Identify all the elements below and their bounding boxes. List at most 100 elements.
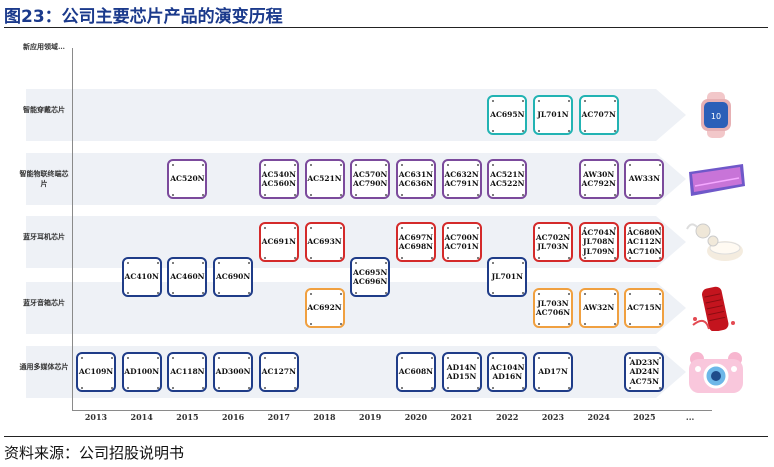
chip-node: AC109N bbox=[76, 352, 116, 392]
row-label: 智能物联终端芯片 bbox=[19, 169, 69, 188]
horizontal-axis bbox=[72, 410, 712, 411]
chip-model: AC680N bbox=[627, 227, 662, 237]
chip-model: AC695N bbox=[490, 110, 525, 120]
figure-title: 图23：公司主要芯片产品的演变历程 bbox=[4, 7, 283, 27]
chip-node: AD300N bbox=[213, 352, 254, 392]
chip-node: AW32N bbox=[578, 288, 619, 328]
row-band bbox=[26, 89, 686, 141]
chip-model: AC691N bbox=[261, 237, 296, 247]
year-label: 2024 bbox=[587, 412, 610, 422]
chip-model: AC692N bbox=[307, 303, 342, 313]
chip-model: AC696N bbox=[353, 277, 388, 286]
kids-camera-icon bbox=[685, 349, 747, 395]
chip-model: AC690N bbox=[215, 272, 251, 282]
chip-node: AC127N bbox=[258, 352, 299, 392]
chip-model: AC701N bbox=[444, 242, 479, 251]
year-label: 2015 bbox=[176, 412, 199, 422]
chip-model: AC702N bbox=[535, 232, 571, 242]
chip-node: AD100N bbox=[121, 352, 162, 392]
chip-model: AC632N bbox=[444, 169, 479, 179]
chip-model: AC521N bbox=[307, 174, 342, 184]
chip-model: AC570N bbox=[353, 169, 388, 179]
chip-model: AC631N bbox=[398, 169, 434, 179]
chip-node: AC521N bbox=[304, 159, 345, 199]
smartphone-icon bbox=[685, 156, 747, 202]
chip-model: JL703N bbox=[537, 242, 569, 251]
speaker-icon bbox=[685, 285, 747, 332]
chip-model: JL703N bbox=[537, 298, 569, 308]
year-label: 2018 bbox=[313, 412, 336, 422]
chip-model: AC560N bbox=[261, 179, 296, 188]
chip-model: AC706N bbox=[535, 308, 571, 317]
year-label: 2022 bbox=[496, 412, 519, 422]
vertical-axis bbox=[72, 48, 73, 411]
chip-model: AC75N bbox=[629, 376, 659, 386]
chip-model: AC410N bbox=[124, 272, 159, 282]
chip-model: AC792N bbox=[581, 179, 616, 188]
chip-model: AD23N bbox=[629, 357, 660, 367]
top-rule bbox=[4, 27, 768, 28]
chip-model: AD24N bbox=[629, 367, 660, 377]
chip-model: AC520N bbox=[170, 174, 205, 184]
chip-model: AC127N bbox=[261, 367, 296, 377]
chip-model: AD300N bbox=[215, 367, 251, 377]
year-label: 2025 bbox=[633, 412, 656, 422]
chip-model: AC522N bbox=[490, 179, 525, 188]
chip-model: AC698N bbox=[398, 242, 434, 251]
chip-model: AC697N bbox=[398, 232, 434, 242]
chip-model: AW33N bbox=[628, 174, 660, 184]
chip-model: AD100N bbox=[124, 367, 160, 377]
chip-node: AC715N bbox=[624, 288, 665, 328]
bottom-rule bbox=[4, 436, 768, 437]
chip-node: JL701N bbox=[533, 95, 573, 135]
timeline-diagram: 新应用领域…智能穿戴芯片智能物联终端芯片蓝牙耳机芯片蓝牙音箱芯片通用多媒体芯片 … bbox=[4, 38, 768, 422]
chip-node: AD17N bbox=[533, 352, 573, 392]
chip-model: AC104N bbox=[490, 362, 525, 372]
row-label: 通用多媒体芯片 bbox=[19, 362, 69, 371]
chip-model: AC540N bbox=[261, 169, 296, 179]
chip-model: AC112N bbox=[627, 237, 662, 247]
chip-model: AC460N bbox=[170, 272, 205, 282]
source-note: 资料来源：公司招股说明书 bbox=[4, 444, 185, 462]
chip-model: AC118N bbox=[170, 367, 205, 377]
chip-model: AC710N bbox=[627, 246, 662, 256]
chip-node: AC707N bbox=[578, 95, 619, 135]
chip-model: AC693N bbox=[307, 237, 342, 247]
chip-node: AC692N bbox=[304, 288, 345, 328]
chip-node: AC690N bbox=[213, 257, 254, 297]
chip-model: AC636N bbox=[398, 179, 434, 188]
chip-model: AC704N bbox=[581, 227, 616, 237]
year-label: 2023 bbox=[541, 412, 565, 422]
chip-model: AD16N bbox=[492, 372, 523, 381]
smartwatch-icon: 10 bbox=[685, 92, 747, 138]
year-label: 2019 bbox=[359, 412, 382, 422]
chip-node: AC118N bbox=[167, 352, 208, 392]
chip-model: AC608N bbox=[398, 367, 434, 377]
year-label: 2020 bbox=[404, 412, 428, 422]
chip-node: AC693N bbox=[304, 222, 345, 262]
year-label: 2016 bbox=[221, 412, 245, 422]
chip-model: JL701N bbox=[491, 272, 523, 282]
chip-model: AC700N bbox=[444, 232, 479, 242]
chip-node: AC520N bbox=[167, 159, 208, 199]
chip-node: AW33N bbox=[624, 159, 665, 199]
chip-model: AC521N bbox=[490, 169, 525, 179]
chip-node: AC460N bbox=[167, 257, 208, 297]
chip-model: JL701N bbox=[537, 110, 569, 120]
chip-model: AC791N bbox=[444, 179, 479, 188]
chip-node: JL701N bbox=[487, 257, 528, 297]
